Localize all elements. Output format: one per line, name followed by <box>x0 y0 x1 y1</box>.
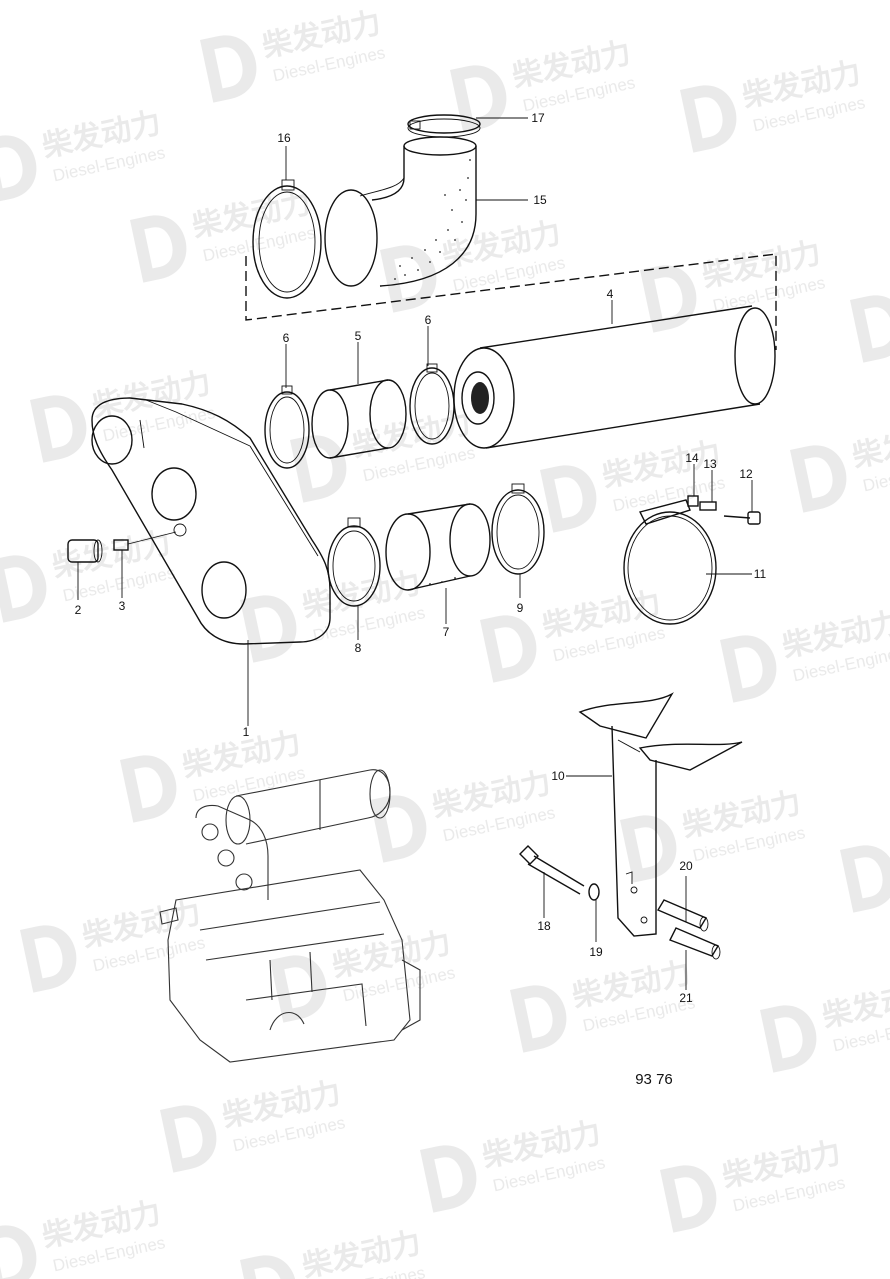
callout-21: 21 <box>679 991 693 1005</box>
part-18-bolt <box>519 845 585 895</box>
part-2-plug <box>67 539 103 563</box>
callout-6-right: 6 <box>425 313 432 327</box>
callout-4: 4 <box>607 287 614 301</box>
callout-20: 20 <box>679 859 693 873</box>
part-7-sleeve <box>385 503 491 591</box>
part-20-spacer <box>656 899 709 932</box>
part-15-elbow-hose <box>324 136 477 287</box>
leader-lines <box>77 117 753 990</box>
assembly-group-bracket <box>245 253 777 350</box>
callout-labels: 1 2 3 4 5 6 6 7 8 9 10 11 12 13 14 15 16… <box>75 111 767 1005</box>
part-19-washer <box>588 883 600 901</box>
callout-14: 14 <box>685 451 699 465</box>
part-8-hose-clamp <box>327 517 381 607</box>
callout-16: 16 <box>277 131 291 145</box>
part-14-nut <box>687 495 699 507</box>
callout-9: 9 <box>517 601 524 615</box>
part-12-bolt <box>723 511 761 525</box>
callout-18: 18 <box>537 919 551 933</box>
callout-8: 8 <box>355 641 362 655</box>
part-6-hose-clamp-right <box>409 363 455 445</box>
part-10-support-bracket <box>578 692 743 937</box>
part-9-hose-clamp <box>491 483 545 575</box>
part-1-exhaust-manifold <box>91 397 331 645</box>
part-6-hose-clamp-left <box>264 385 310 469</box>
part-4-silencer <box>453 305 776 449</box>
part-13-washer <box>699 501 717 511</box>
callout-17: 17 <box>531 111 545 125</box>
part-3-nipple <box>113 531 177 551</box>
callout-5: 5 <box>355 329 362 343</box>
callout-6-left: 6 <box>283 331 290 345</box>
callout-12: 12 <box>739 467 753 481</box>
part-5-sleeve <box>311 379 407 459</box>
callout-13: 13 <box>703 457 717 471</box>
callout-3: 3 <box>119 599 126 613</box>
part-16-hose-clamp <box>252 179 322 299</box>
svg-text:柴发动力: 柴发动力 <box>849 416 890 475</box>
callout-19: 19 <box>589 945 603 959</box>
callout-7: 7 <box>443 625 450 639</box>
callout-2: 2 <box>75 603 82 617</box>
part-11-strap-clamp <box>623 499 717 625</box>
part-17-hose-clamp <box>407 114 481 138</box>
callout-11: 11 <box>754 567 767 581</box>
part-21-spacer <box>669 927 721 960</box>
callout-10: 10 <box>551 769 565 783</box>
figure-number: 93 76 <box>635 1071 673 1088</box>
callout-1: 1 <box>243 725 250 739</box>
callout-15: 15 <box>533 193 547 207</box>
engine-overview-sketch <box>159 769 421 1063</box>
